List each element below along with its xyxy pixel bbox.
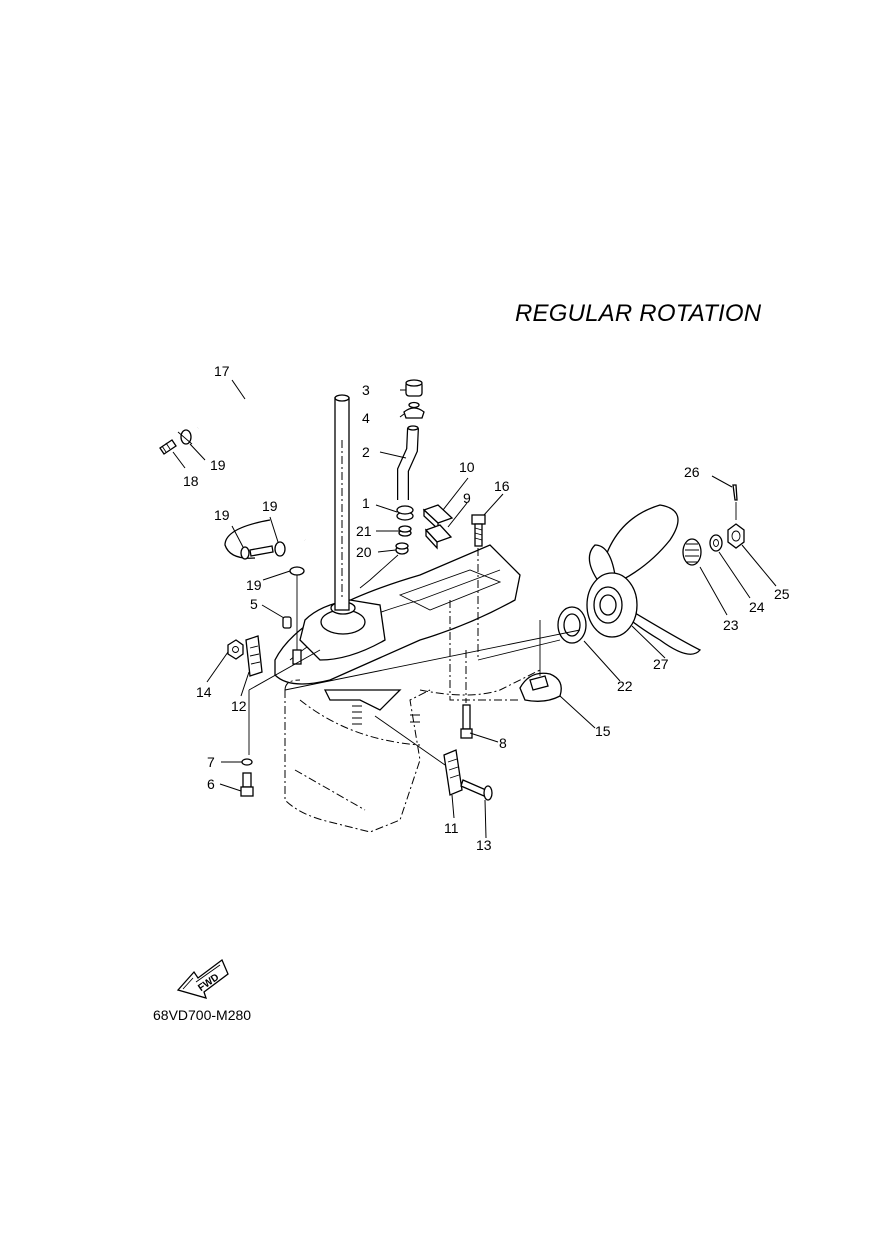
callout-26: 26 (684, 464, 700, 480)
seal-1 (396, 505, 414, 521)
callout-13: 13 (476, 837, 492, 853)
spacer-23 (682, 538, 702, 566)
leader-lines (172, 379, 777, 839)
clip-12 (245, 635, 263, 677)
callout-10: 10 (459, 459, 475, 475)
cotter-pin-26 (732, 484, 738, 520)
nut-25 (727, 523, 745, 549)
callout-25: 25 (774, 586, 790, 602)
bolt-8 (460, 650, 473, 739)
washer-24 (709, 534, 723, 552)
callout-27: 27 (653, 656, 669, 672)
callout-23: 23 (723, 617, 739, 633)
clip-19c (274, 541, 286, 557)
grommet-3 (405, 379, 423, 397)
callout-7: 7 (207, 754, 215, 770)
diagram-code: 68VD700-M280 (153, 1007, 252, 1023)
bolt-under-5 (292, 649, 302, 665)
callout-20: 20 (356, 544, 372, 560)
fwd-arrow-icon: FWD (176, 958, 229, 999)
bolt-16 (471, 514, 486, 660)
callout-19-left: 19 (214, 507, 230, 523)
dowel-pin-5 (282, 616, 292, 629)
propeller-27 (586, 504, 702, 655)
callout-14: 14 (196, 684, 212, 700)
fitting-18 (159, 439, 177, 455)
bolt-6 (240, 772, 254, 797)
callout-15: 15 (595, 723, 611, 739)
diagram-title: REGULAR ROTATION (515, 300, 762, 327)
callout-1: 1 (362, 495, 370, 511)
seal-20 (359, 542, 409, 589)
callout-6: 6 (207, 776, 215, 792)
nut-14 (227, 639, 244, 660)
callout-24: 24 (749, 599, 765, 615)
callout-12: 12 (231, 698, 247, 714)
callout-9: 9 (463, 490, 471, 506)
trim-tab-15 (519, 620, 562, 702)
callout-22: 22 (617, 678, 633, 694)
callout-11: 11 (444, 820, 459, 836)
callout-5: 5 (250, 596, 258, 612)
callout-8: 8 (499, 735, 507, 751)
callout-19-mid: 19 (262, 498, 278, 514)
plate-9 (424, 524, 453, 550)
washer-7 (241, 758, 253, 766)
clip-19b (240, 545, 274, 560)
seal-21 (398, 525, 412, 537)
callout-19-bottom: 19 (246, 577, 262, 593)
callout-4: 4 (362, 410, 370, 426)
clip-19d (289, 566, 305, 650)
water-tube-2 (397, 425, 419, 500)
screw-13 (460, 779, 493, 801)
callout-19-top: 19 (210, 457, 226, 473)
callout-21: 21 (356, 523, 372, 539)
anode-11 (443, 749, 463, 796)
grommet-4 (403, 401, 425, 419)
callout-17: 17 (214, 363, 230, 379)
callout-18: 18 (183, 473, 199, 489)
clip-19a (177, 429, 193, 445)
water-hose-17 (196, 396, 308, 559)
callout-2: 2 (362, 444, 370, 460)
callout-16: 16 (494, 478, 510, 494)
drive-shaft (334, 394, 350, 611)
callout-labels: 17 3 4 2 10 19 18 16 9 1 19 19 21 20 19 … (183, 363, 790, 853)
thrust-washer-22 (557, 606, 587, 644)
lower-case-housing (274, 544, 541, 833)
callout-3: 3 (362, 382, 370, 398)
